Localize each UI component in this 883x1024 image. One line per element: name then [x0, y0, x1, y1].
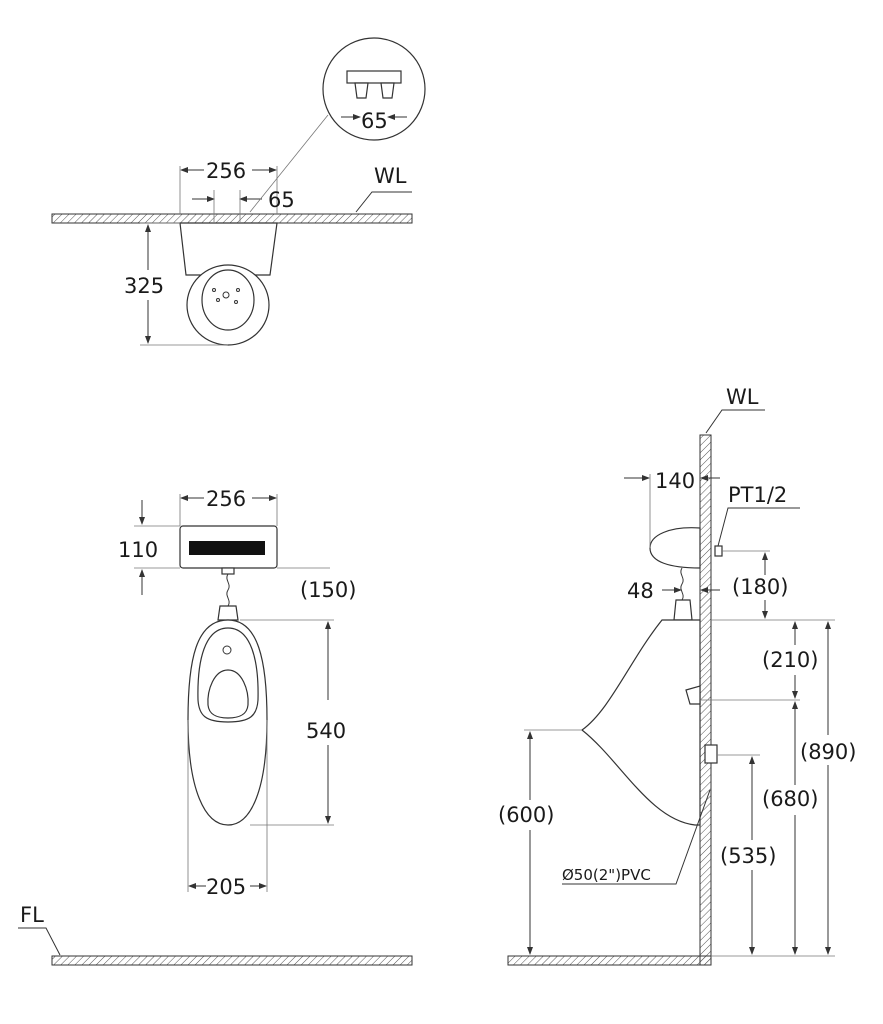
- dim-pipe-gap: (150): [300, 578, 356, 602]
- detail-valve-left: [354, 82, 369, 99]
- wl-leader-side: [705, 409, 765, 434]
- dim-projection: 140: [655, 469, 695, 493]
- front-view: 256 110 (150) 540 205 FL: [18, 487, 413, 966]
- dim-sensor-height: 110: [118, 538, 158, 562]
- fl-leader: [18, 927, 61, 956]
- floor-front: [51, 955, 413, 966]
- dim-bowl-width: 205: [206, 875, 246, 899]
- dim-pipe-spacing: 65: [268, 188, 295, 212]
- sensor-housing-side: [649, 527, 701, 569]
- detail-circle: [322, 37, 426, 141]
- top-view: WL 256 65 325: [51, 37, 426, 346]
- spray-hole: [216, 298, 220, 302]
- outlet-pipe-label: Ø50(2")PVC: [562, 866, 651, 884]
- wl-label-top: WL: [374, 164, 407, 188]
- urinal-inner-top: [201, 269, 255, 331]
- dim-top-height: (890): [800, 740, 856, 764]
- sensor-window: [189, 541, 265, 555]
- drain-hole: [222, 291, 230, 299]
- pt-leader: [717, 507, 800, 547]
- flex-pipe-side: [680, 567, 684, 601]
- detail-leader: [249, 114, 329, 213]
- wall-section-top: [51, 213, 413, 224]
- spray-hole: [236, 288, 240, 292]
- spray-hole: [234, 300, 238, 304]
- spray-hole: [212, 288, 216, 292]
- dim-spud: (210): [762, 648, 818, 672]
- dim-width-top: 256: [206, 159, 246, 183]
- urinal-inner-front: [207, 669, 249, 719]
- spud-side: [673, 599, 693, 621]
- flex-pipe-front: [226, 573, 230, 607]
- side-view: WL 140 PT1/2 48 (180) (210): [498, 385, 856, 966]
- pipe-nut: [221, 567, 235, 575]
- dim-hanger-height: (680): [762, 787, 818, 811]
- fl-label: FL: [20, 903, 44, 927]
- pvc-leader: [562, 789, 711, 885]
- dim-depth: 325: [124, 274, 164, 298]
- urinal-body-side: [581, 619, 701, 826]
- detail-bracket: [346, 70, 402, 84]
- spreader-hole: [222, 645, 232, 655]
- wl-leader: [355, 191, 412, 213]
- hanger-bracket: [685, 685, 701, 705]
- floor-side: [507, 955, 712, 966]
- dim-sensor-width: 256: [206, 487, 246, 511]
- sensor-housing-top: [179, 222, 278, 276]
- dim-inlet-gap: (180): [732, 575, 788, 599]
- dim-pipe-offset: 48: [627, 579, 654, 603]
- dim-outlet-height: (535): [720, 844, 776, 868]
- thread-label: PT1/2: [728, 483, 787, 507]
- dim-detail-spacing: 65: [361, 109, 388, 133]
- detail-valve-right: [380, 82, 395, 99]
- dim-urinal-height: 540: [306, 719, 346, 743]
- inlet-fitting: [714, 545, 723, 557]
- wl-label-side: WL: [726, 385, 759, 409]
- spud-front: [217, 605, 239, 621]
- dim-lip-height: (600): [498, 803, 554, 827]
- outlet-fitting: [704, 744, 718, 764]
